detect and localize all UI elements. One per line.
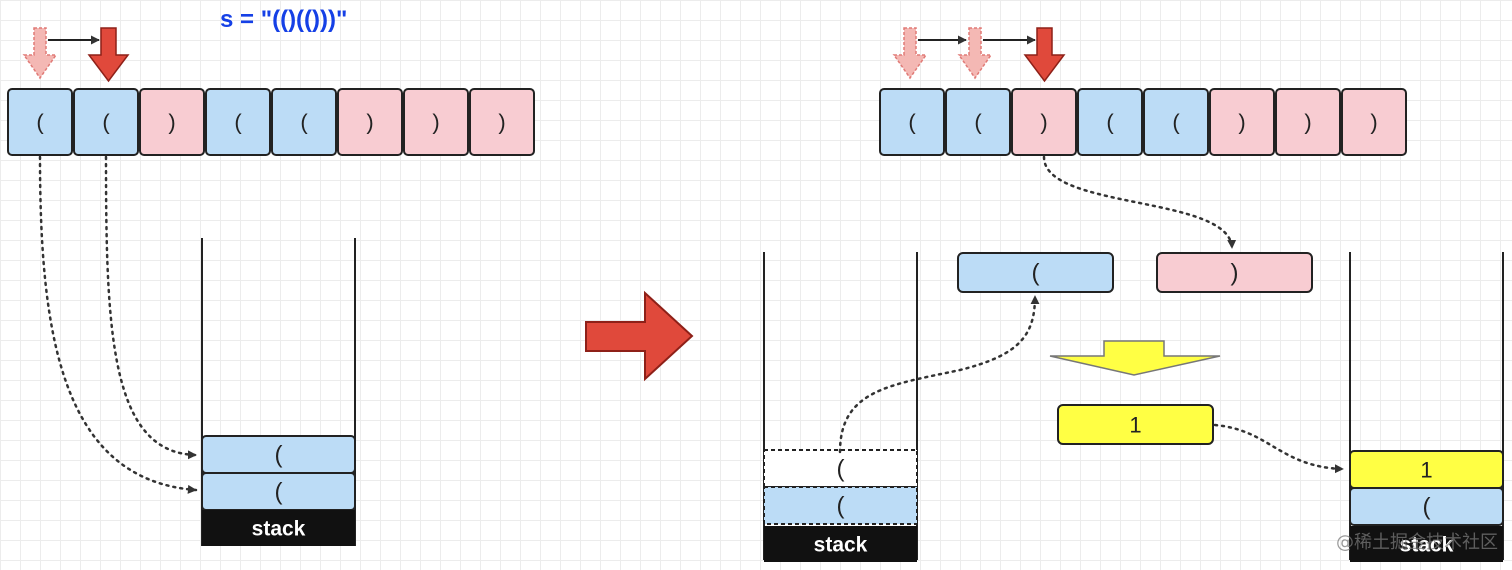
close-paren-cell — [337, 88, 403, 156]
cell-char: ) — [168, 110, 175, 135]
popped-open-label: ( — [1032, 260, 1040, 287]
push-arrow — [104, 155, 198, 460]
left-panel: ( () ( ())) ( ( stack — [7, 27, 535, 546]
cell-char: ) — [1238, 110, 1245, 135]
close-paren-cell — [403, 88, 469, 156]
string-cells: ( () ( ())) — [879, 88, 1407, 156]
current-close-label: ) — [1231, 260, 1239, 287]
cell-char: ( — [102, 110, 110, 135]
open-paren-cell — [7, 88, 73, 156]
result-value-box — [1057, 404, 1214, 445]
stack-item-label: ( — [275, 479, 283, 506]
push-arrow — [38, 155, 198, 494]
pop-arrow — [838, 294, 1040, 454]
open-paren-cell — [205, 88, 271, 156]
close-paren-cell — [1011, 88, 1077, 156]
stack-label: stack — [1400, 534, 1454, 557]
string-cells: ( () ( ())) — [7, 88, 535, 156]
popped-stack-item — [763, 449, 918, 488]
cell-char: ) — [1370, 110, 1377, 135]
stack-item-label: 1 — [1420, 458, 1432, 483]
cell-char: ( — [908, 110, 916, 135]
right-panel: ( () ( ())) ( ( stack ( ) 1 — [763, 27, 1504, 562]
cell-char: ( — [1106, 110, 1114, 135]
cell-char: ) — [498, 110, 505, 135]
popped-open-box — [957, 252, 1114, 293]
stack-base — [202, 510, 355, 546]
stack-item-label: ( — [275, 442, 283, 469]
faded-pointer-arrow — [957, 27, 993, 80]
current-pointer-arrow — [87, 27, 130, 83]
watermark: @稀土掘金技术社区 — [1336, 532, 1498, 553]
stack-item-label: ( — [1423, 494, 1431, 521]
stack-label: stack — [814, 534, 868, 557]
stack-item — [763, 486, 918, 525]
stack: ( ( stack — [201, 238, 356, 546]
stack-item-label: ( — [837, 493, 845, 520]
open-paren-cell — [73, 88, 139, 156]
cell-char: ( — [300, 110, 308, 135]
transition-arrow — [585, 290, 694, 382]
cell-char: ) — [1304, 110, 1311, 135]
stack-item-label: ( — [837, 456, 845, 483]
faded-pointer-arrow — [22, 27, 58, 80]
stack: ( ( stack — [763, 252, 918, 562]
combine-down-arrow — [1049, 340, 1221, 376]
cell-char: ( — [1172, 110, 1180, 135]
char-arrow — [1042, 155, 1237, 250]
close-paren-cell — [1209, 88, 1275, 156]
string-title: s = "(()(()))" — [220, 6, 348, 33]
cell-char: ( — [234, 110, 242, 135]
close-paren-cell — [1341, 88, 1407, 156]
close-paren-cell — [139, 88, 205, 156]
open-paren-cell — [1143, 88, 1209, 156]
cell-char: ( — [36, 110, 44, 135]
close-paren-cell — [1275, 88, 1341, 156]
cell-char: ( — [974, 110, 982, 135]
cell-char: ) — [1040, 110, 1047, 135]
cell-char: ) — [366, 110, 373, 135]
stack-base — [1350, 526, 1503, 562]
current-pointer-arrow — [1023, 27, 1066, 83]
result-value-label: 1 — [1129, 413, 1141, 438]
stack-base — [764, 526, 917, 562]
close-paren-cell — [469, 88, 535, 156]
cell-char: ) — [432, 110, 439, 135]
push-result-arrow — [1213, 423, 1345, 474]
faded-pointer-arrow — [892, 27, 928, 80]
open-paren-cell — [1077, 88, 1143, 156]
stack-label: stack — [252, 518, 306, 541]
open-paren-cell — [945, 88, 1011, 156]
current-close-box — [1156, 252, 1313, 293]
open-paren-cell — [271, 88, 337, 156]
stack-item — [1349, 487, 1504, 526]
stack: 1 ( stack — [1349, 252, 1504, 562]
open-paren-cell — [879, 88, 945, 156]
